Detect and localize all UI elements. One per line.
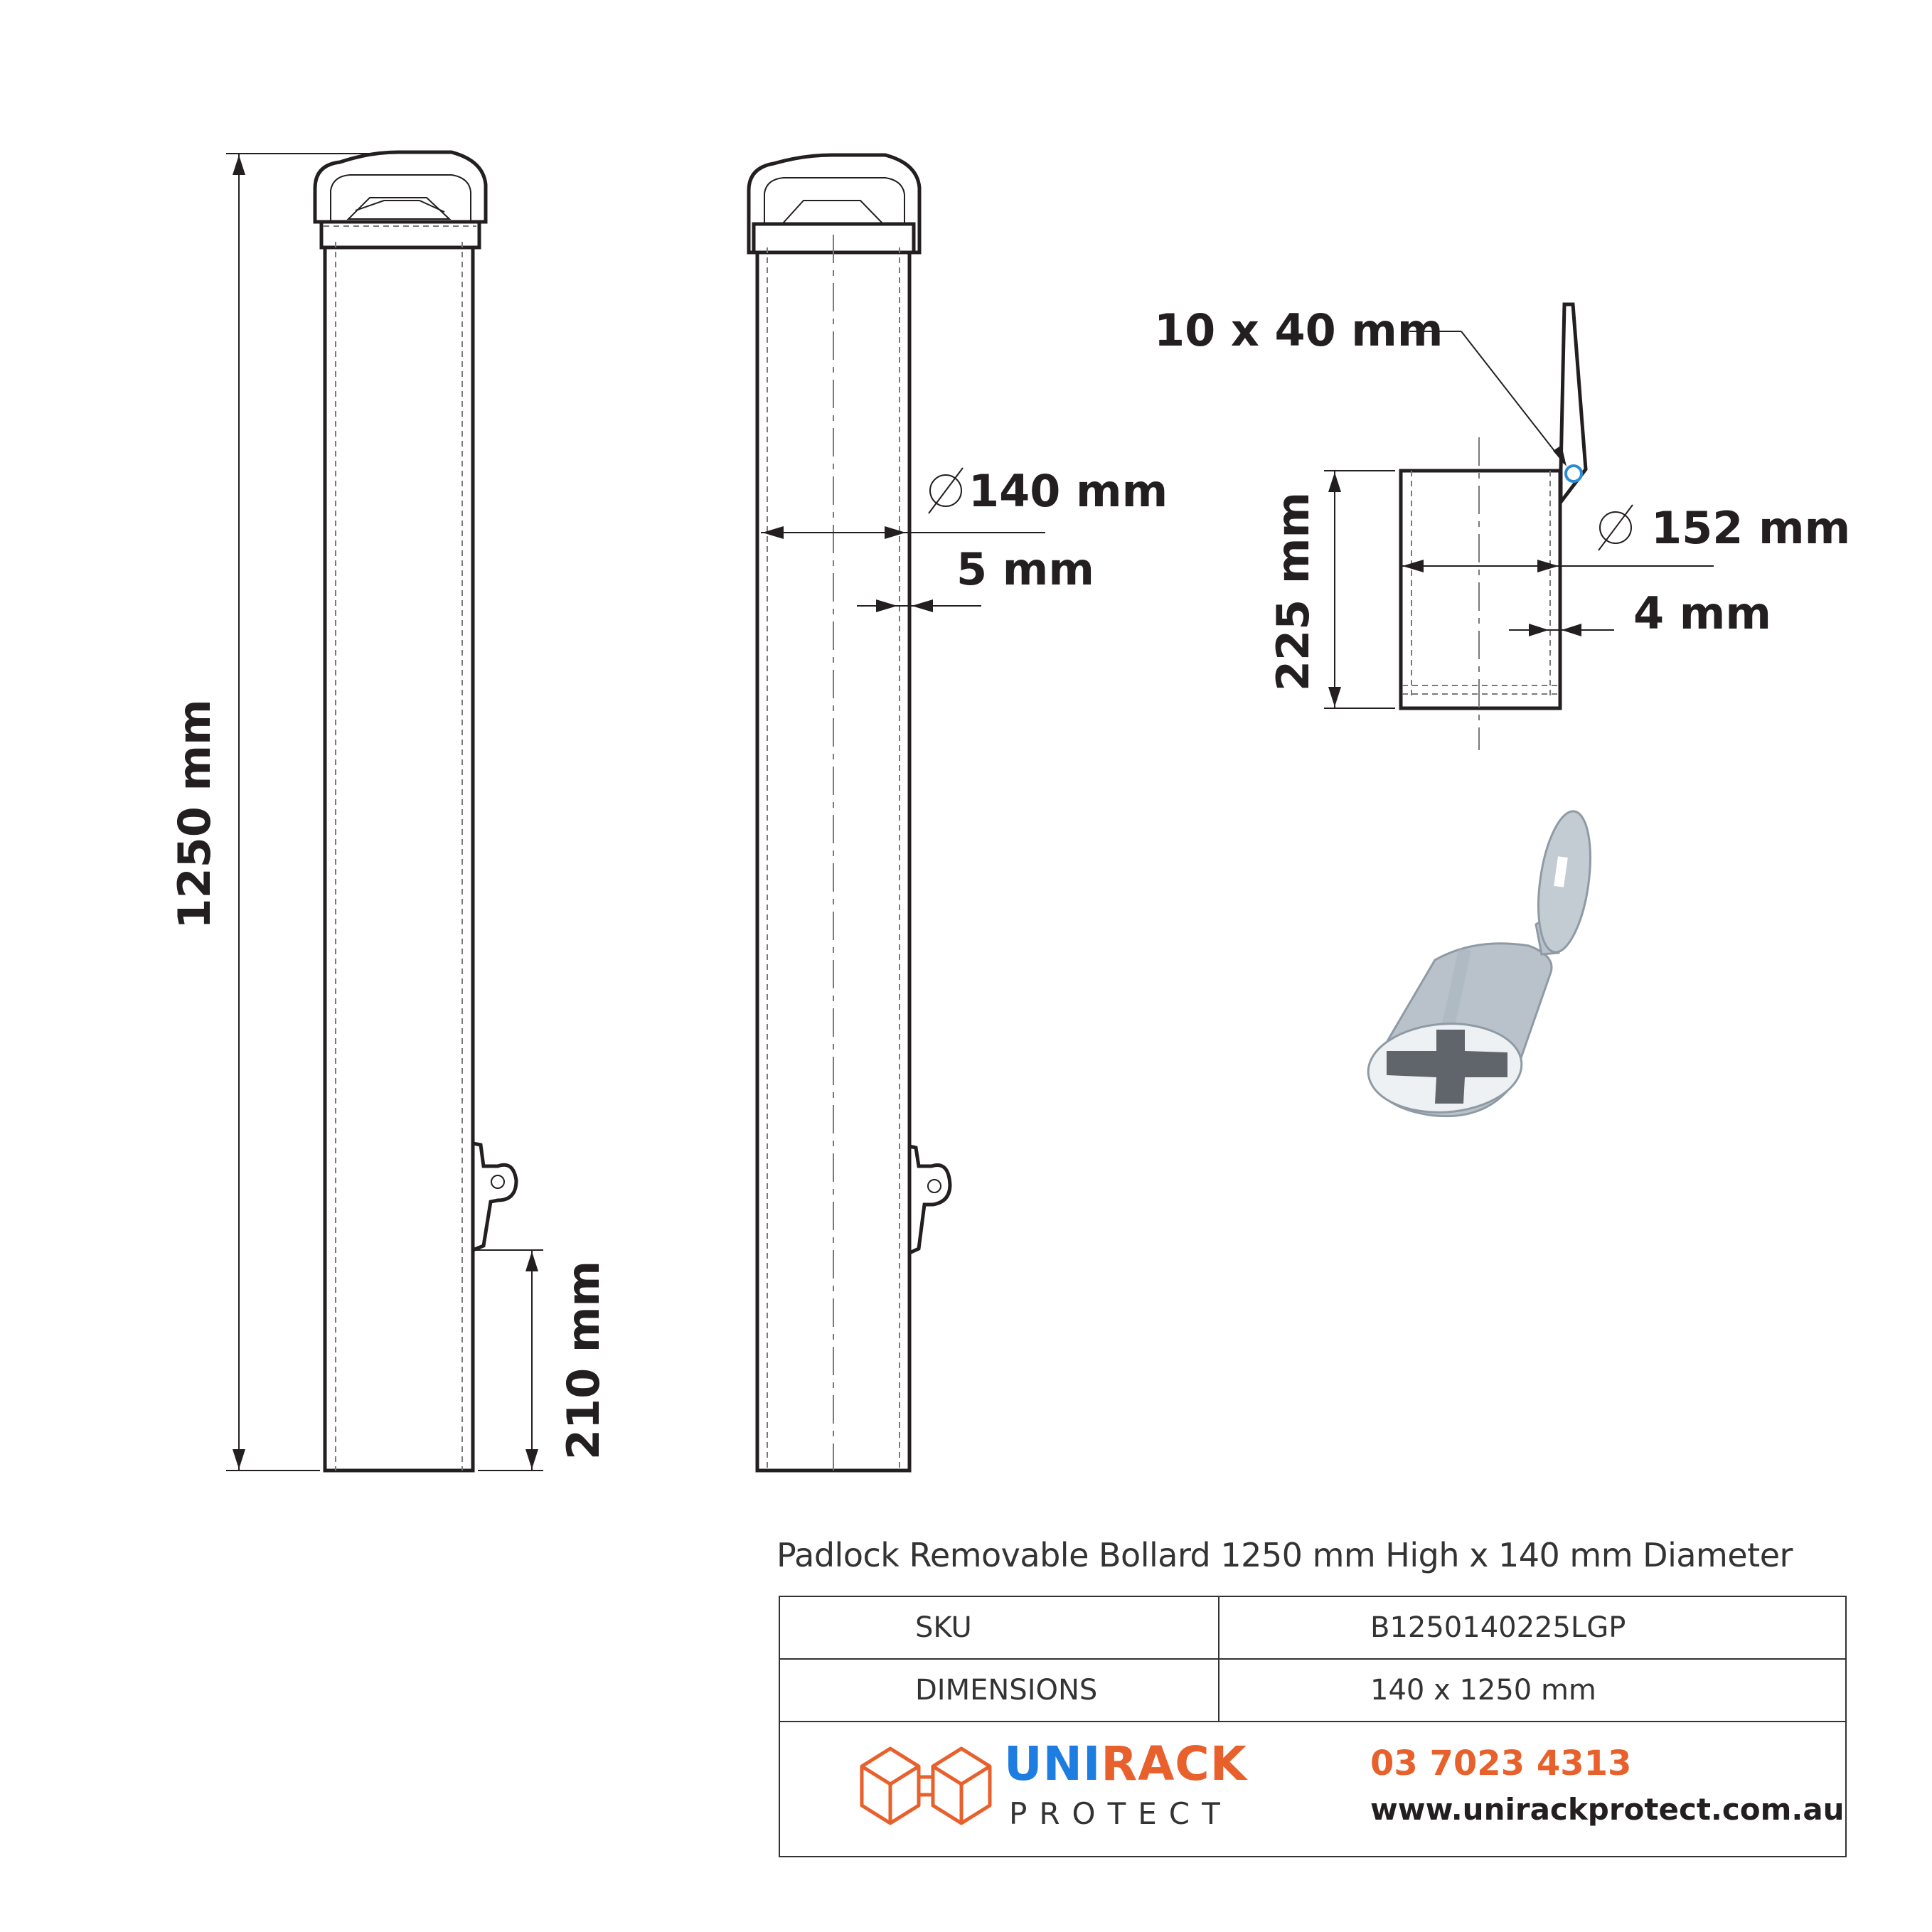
product-title: Padlock Removable Bollard 1250 mm High x… — [776, 1536, 1793, 1574]
sleeve-3d-render — [1367, 810, 1591, 1118]
dim-slot: 10 x 40 mm — [1154, 304, 1443, 356]
brand-subtitle: PROTECT — [1009, 1796, 1232, 1831]
dim-wall-bollard: 5 mm — [956, 543, 1094, 595]
unirack-logo-icon — [860, 1746, 992, 1825]
brand-row: UNIRACK PROTECT 03 7023 4313 www.unirack… — [780, 1722, 1845, 1857]
dim-sleeve-height: 225 mm — [1267, 492, 1319, 691]
dim-wall-sleeve: 4 mm — [1633, 587, 1771, 639]
table-divider — [1218, 1660, 1219, 1721]
spec-table: SKU B1250140225LGP DIMENSIONS 140 x 1250… — [779, 1596, 1847, 1857]
spec-value: 140 x 1250 mm — [1370, 1674, 1596, 1707]
dim-padlock-height: 210 mm — [557, 1261, 609, 1460]
website-link[interactable]: www.unirackprotect.com.au — [1370, 1792, 1845, 1827]
spec-label: DIMENSIONS — [915, 1674, 1098, 1707]
dim-diameter-bollard: 140 mm — [968, 465, 1168, 517]
title-block: Padlock Removable Bollard 1250 mm High x… — [776, 1536, 1857, 1574]
spec-value: B1250140225LGP — [1370, 1611, 1626, 1644]
spec-row-dimensions: DIMENSIONS 140 x 1250 mm — [780, 1660, 1845, 1722]
brand-name-uni: UNI — [1004, 1736, 1101, 1791]
bollard-section-view: 140 mm 5 mm — [747, 153, 1168, 1473]
brand-name-rack: RACK — [1101, 1736, 1247, 1791]
dim-diameter-sleeve: 152 mm — [1651, 502, 1850, 554]
phone-number[interactable]: 03 7023 4313 — [1370, 1744, 1632, 1783]
spec-label: SKU — [915, 1611, 972, 1644]
sleeve-section-view: 10 x 40 mm 225 mm 152 mm 4 mm — [1154, 302, 1850, 750]
table-divider — [1218, 1597, 1219, 1658]
dim-height-total: 1250 mm — [169, 699, 220, 929]
spec-row-sku: SKU B1250140225LGP — [780, 1597, 1845, 1660]
brand-name: UNIRACK — [1004, 1736, 1247, 1791]
bollard-side-view: 1250 mm 210 mm — [169, 150, 609, 1473]
